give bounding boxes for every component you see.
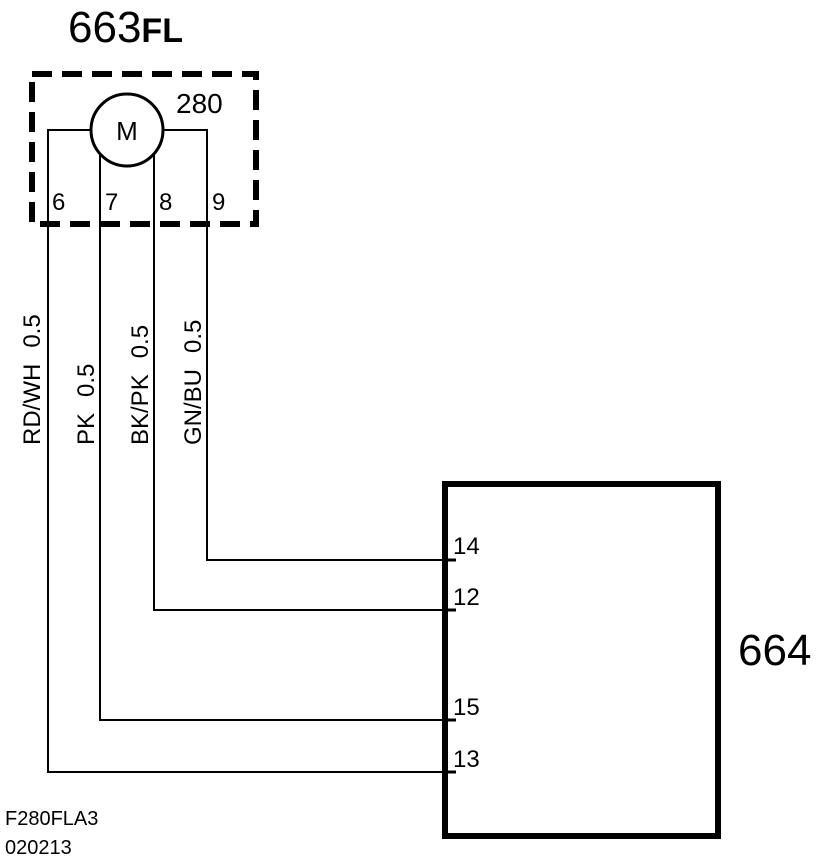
wire-rd-wh — [47, 224, 445, 773]
wire-rd-wh-color: RD/WH — [19, 364, 46, 445]
wire-pk-label: PK 0.5 — [73, 364, 100, 445]
component-663-sublabel: 280 — [176, 88, 223, 119]
component-664-label: 664 — [738, 626, 811, 675]
motor-lead-pin-6 — [47, 129, 91, 224]
wire-pk-size: 0.5 — [73, 364, 100, 397]
component-663-suffix: FL — [141, 12, 183, 50]
component-663-box — [29, 71, 259, 227]
pin-9-label: 9 — [212, 189, 225, 216]
wire-gn-bu-label: GN/BU 0.5 — [180, 320, 207, 445]
wire-rd-wh-label: RD/WH 0.5 — [19, 314, 46, 445]
wire-bk-pk-label: BK/PK 0.5 — [127, 325, 154, 445]
wire-gn-bu-size: 0.5 — [180, 320, 207, 353]
wire-pk — [99, 224, 445, 721]
motor-lead-pin-9 — [163, 129, 208, 224]
wire-bk-pk-color: BK/PK — [127, 374, 154, 445]
pin-14-label: 14 — [453, 533, 480, 560]
pin-6-label: 6 — [52, 189, 65, 216]
component-663-number: 663 — [68, 3, 141, 52]
motor-symbol-label: M — [116, 116, 138, 146]
wire-bk-pk — [153, 224, 445, 611]
footer-code: F280FLA3 — [5, 808, 98, 830]
footer-date: 020213 — [5, 837, 72, 859]
pin-7-label: 7 — [105, 189, 118, 216]
component-663-title: 663FL — [68, 3, 183, 52]
pin-12-label: 12 — [453, 584, 480, 611]
pin-13-label: 13 — [453, 746, 480, 773]
wire-gn-bu-color: GN/BU — [180, 369, 207, 445]
wire-bk-pk-size: 0.5 — [127, 325, 154, 358]
wire-rd-wh-size: 0.5 — [19, 314, 46, 347]
component-664-box — [442, 481, 721, 839]
pin-8-label: 8 — [159, 189, 172, 216]
wire-pk-color: PK — [73, 413, 100, 445]
wire-gn-bu — [206, 224, 445, 561]
pin-15-label: 15 — [453, 694, 480, 721]
